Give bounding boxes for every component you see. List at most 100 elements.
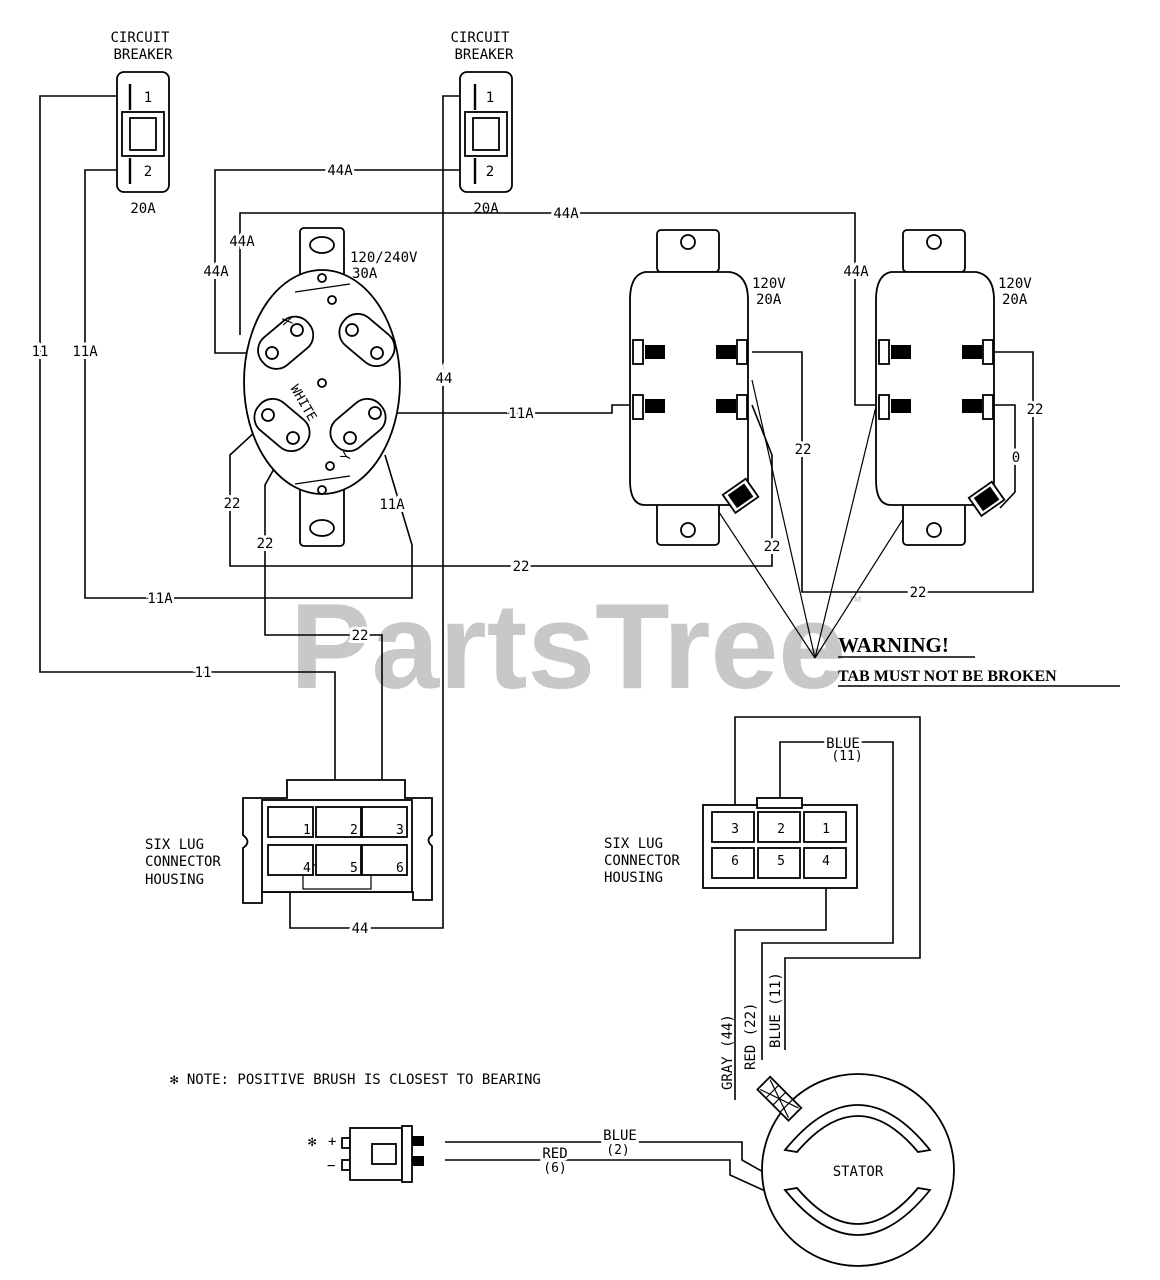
svg-text:11: 11 (195, 665, 212, 681)
svg-text:(6): (6) (543, 1161, 566, 1176)
svg-text:BREAKER: BREAKER (113, 47, 173, 63)
stator: STATOR (756, 1073, 955, 1267)
svg-text:STATOR: STATOR (833, 1164, 884, 1180)
svg-text:1: 1 (144, 90, 152, 106)
wire-44a-long (239, 212, 880, 406)
svg-text:3: 3 (396, 823, 404, 838)
svg-text:X: X (278, 316, 294, 326)
svg-text:RED (22): RED (22) (743, 1003, 759, 1070)
watermark-tm: ™ (848, 593, 862, 609)
svg-text:11A: 11A (147, 591, 173, 607)
wire-brush-red (445, 1159, 786, 1201)
svg-text:5: 5 (350, 861, 358, 876)
svg-text:RED: RED (542, 1146, 567, 1162)
svg-text:✻: ✻ (308, 1134, 317, 1150)
svg-text:120V: 120V (752, 276, 786, 292)
svg-text:44: 44 (352, 921, 369, 937)
wire-44a-top (214, 169, 475, 354)
svg-text:6: 6 (731, 854, 739, 869)
svg-text:1: 1 (303, 823, 311, 838)
connector-right: SIX LUG CONNECTOR HOUSING 3 2 1 6 5 4 (604, 797, 858, 889)
warning-note: WARNING! TAB MUST NOT BE BROKEN (838, 633, 1120, 687)
svg-text:SIX LUG: SIX LUG (604, 836, 663, 852)
circuit-breaker-2: CIRCUIT BREAKER 1 2 20A (450, 30, 514, 217)
receptacle-duplex-1: 120V 20A (629, 229, 786, 546)
svg-text:20A: 20A (130, 201, 156, 217)
wires (39, 95, 1034, 1201)
svg-text:2: 2 (350, 823, 358, 838)
wire-11a (84, 169, 413, 599)
svg-text:2: 2 (486, 164, 494, 180)
svg-text:BREAKER: BREAKER (454, 47, 514, 63)
circuit-breaker-1: CIRCUIT BREAKER 1 2 20A (110, 30, 173, 217)
svg-text:20A: 20A (1002, 292, 1028, 308)
screw-terminal (891, 345, 982, 413)
svg-text:CONNECTOR: CONNECTOR (145, 854, 221, 870)
svg-text:SIX LUG: SIX LUG (145, 837, 204, 853)
note-text: ✻ NOTE: POSITIVE BRUSH IS CLOSEST TO BEA… (170, 1072, 541, 1088)
svg-text:TAB MUST NOT BE BROKEN: TAB MUST NOT BE BROKEN (838, 668, 1057, 685)
svg-text:2: 2 (144, 164, 152, 180)
svg-text:5: 5 (777, 854, 785, 869)
svg-text:44A: 44A (553, 206, 579, 222)
wire-11a-mid (378, 404, 633, 414)
svg-text:GRAY (44): GRAY (44) (720, 1014, 736, 1090)
svg-text:BLUE: BLUE (826, 736, 860, 752)
svg-text:44A: 44A (229, 234, 255, 250)
receptacle-duplex-2: 120V 20A (875, 229, 1032, 546)
svg-text:22: 22 (795, 442, 812, 458)
svg-text:22: 22 (224, 496, 241, 512)
svg-text:44: 44 (436, 371, 453, 387)
svg-text:1: 1 (486, 90, 494, 106)
svg-text:22: 22 (1027, 402, 1044, 418)
wire-0 (993, 404, 1016, 509)
svg-text:44A: 44A (843, 264, 869, 280)
svg-text:BLUE (11): BLUE (11) (768, 972, 784, 1048)
svg-text:20A: 20A (473, 201, 499, 217)
svg-text:20A: 20A (756, 292, 782, 308)
wire-44 (289, 95, 475, 929)
svg-text:22: 22 (764, 539, 781, 555)
svg-text:(2): (2) (606, 1143, 629, 1158)
wire-22-duplex (752, 351, 1034, 593)
svg-text:30A: 30A (352, 266, 378, 282)
svg-text:22: 22 (257, 536, 274, 552)
wire-11 (39, 95, 336, 806)
svg-text:BLUE: BLUE (603, 1128, 637, 1144)
svg-text:6: 6 (396, 861, 404, 876)
svg-text:120/240V: 120/240V (350, 250, 418, 266)
svg-text:HOUSING: HOUSING (145, 872, 204, 888)
svg-text:11A: 11A (508, 406, 534, 422)
receptacle-120-240v: X WHITE Y 120/240V 30A (243, 227, 418, 547)
wire-right-4 (734, 880, 827, 1100)
svg-text:2: 2 (777, 822, 785, 837)
svg-text:44A: 44A (203, 264, 229, 280)
svg-text:CONNECTOR: CONNECTOR (604, 853, 680, 869)
svg-text:(11): (11) (831, 749, 862, 764)
wire-labels: 11 11A 44A 44A 44A 44A 44A 44 11A 11A 22… (29, 160, 1047, 940)
svg-text:1: 1 (822, 822, 830, 837)
screw-terminal (645, 345, 736, 413)
wire-right-2 (761, 741, 894, 1060)
brush-assembly: ✻ + − (308, 1125, 424, 1183)
svg-text:WARNING!: WARNING! (838, 633, 949, 657)
svg-text:22: 22 (910, 585, 927, 601)
svg-text:−: − (327, 1158, 335, 1174)
svg-text:+: + (328, 1134, 336, 1150)
svg-text:3: 3 (731, 822, 739, 837)
stator-wire-labels: BLUE (11) GRAY (44) RED (22) BLUE (11) B… (539, 733, 863, 1176)
svg-text:22: 22 (352, 628, 369, 644)
svg-text:44A: 44A (327, 163, 353, 179)
svg-text:4: 4 (822, 854, 830, 869)
svg-text:11: 11 (32, 344, 49, 360)
svg-text:4: 4 (303, 861, 311, 876)
svg-text:0: 0 (1012, 450, 1020, 466)
svg-text:11A: 11A (72, 344, 98, 360)
svg-text:CIRCUIT: CIRCUIT (450, 30, 510, 46)
wire-22-long (229, 404, 773, 567)
svg-text:CIRCUIT: CIRCUIT (110, 30, 170, 46)
connector-left: SIX LUG CONNECTOR HOUSING 1 2 3 4 5 6 (145, 779, 433, 904)
svg-text:120V: 120V (998, 276, 1032, 292)
svg-text:HOUSING: HOUSING (604, 870, 663, 886)
